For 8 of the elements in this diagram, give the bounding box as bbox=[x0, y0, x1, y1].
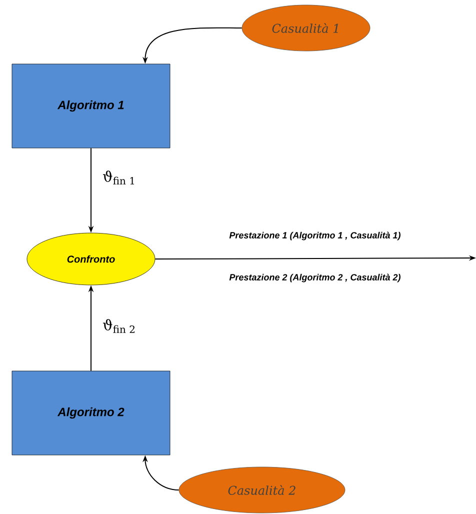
output-label: Prestazione 2 (Algoritmo 2 , Casualità 2) bbox=[229, 274, 400, 282]
oval-node: Casualità 2 bbox=[178, 466, 346, 514]
edge-label: Prestazione 1 (Algoritmo 1 , Casualità 1) bbox=[229, 232, 400, 240]
edge-label: ϑ$_{fin 2}$ bbox=[103, 319, 134, 333]
oval-node: Casualità 1 bbox=[242, 4, 370, 52]
edge-label: ϑ$_{fin 1}$ bbox=[103, 170, 134, 184]
process-box: Algoritmo 1 bbox=[12, 64, 170, 148]
process-box: Algoritmo 2 bbox=[12, 370, 170, 456]
